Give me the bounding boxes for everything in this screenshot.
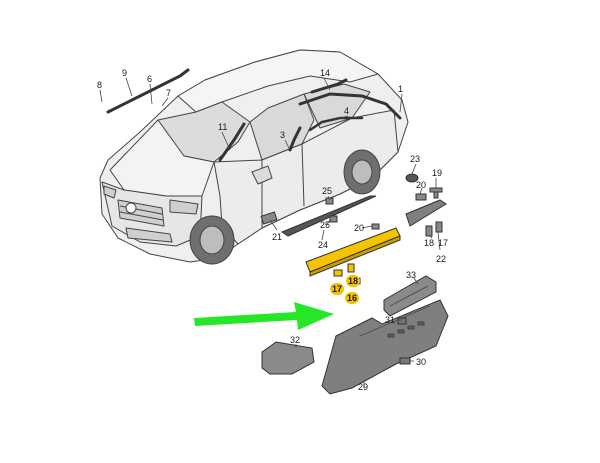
label-29: 29: [358, 382, 368, 392]
pillar-trim-11: [218, 122, 246, 162]
molding-24: [280, 195, 377, 237]
vehicle-illustration: [99, 49, 409, 265]
label-23: 23: [410, 154, 420, 164]
clip-18-right: [425, 225, 433, 237]
clip-25a: [325, 197, 334, 205]
label-17a: 17: [332, 284, 342, 294]
label-22: 22: [436, 254, 446, 264]
part-labels: 1 3 4 6 7 8 9 11 14 21 24 25 25 20 23 19…: [97, 68, 448, 392]
pillar-trim-3: [288, 126, 302, 152]
label-17b: 17: [438, 238, 448, 248]
screw-30: [399, 357, 411, 365]
label-19: 19: [432, 168, 442, 178]
sill-cover-29: [321, 299, 449, 395]
label-1: 1: [398, 84, 403, 94]
lower-parts: [261, 275, 449, 395]
clip-17-right: [435, 221, 443, 233]
label-25b: 25: [320, 220, 330, 230]
mud-flap-32: [261, 341, 315, 375]
label-24: 24: [318, 240, 328, 250]
clip-20a: [371, 223, 380, 230]
clip-18-left: [347, 263, 355, 273]
label-21: 21: [272, 232, 282, 242]
label-25a: 25: [322, 186, 332, 196]
clip-20b: [415, 193, 427, 201]
label-4: 4: [344, 106, 349, 116]
label-18a: 18: [348, 276, 358, 286]
label-8: 8: [97, 80, 102, 90]
molding-22: [405, 199, 447, 227]
label-30: 30: [416, 357, 426, 367]
label-11: 11: [218, 122, 227, 132]
label-14: 14: [320, 68, 330, 78]
side-moldings: [260, 173, 447, 237]
label-20b: 20: [416, 180, 426, 190]
label-9: 9: [122, 68, 127, 78]
door-channel-4: [308, 116, 364, 132]
screw-19: [429, 187, 443, 199]
trim-strip-9: [106, 68, 190, 114]
label-32: 32: [290, 335, 300, 345]
label-33: 33: [406, 270, 416, 280]
arrow-icon: [194, 302, 334, 330]
clip-31: [397, 317, 407, 325]
clip-17-left: [333, 269, 343, 277]
door-trim-1: [298, 92, 402, 120]
window-trim-parts: [106, 68, 402, 162]
label-6: 6: [147, 74, 152, 84]
label-7: 7: [166, 88, 171, 98]
leader-lines: [99, 77, 441, 388]
clip-21: [260, 211, 278, 225]
clip-25b: [329, 215, 338, 223]
label-3: 3: [280, 130, 285, 140]
label-31: 31: [385, 315, 395, 325]
pointer-arrow: [194, 302, 334, 330]
roof-trim-14: [310, 78, 348, 94]
label-20a: 20: [354, 223, 364, 233]
label-16: 16: [347, 293, 357, 303]
highlight-badges: [330, 275, 360, 304]
label-18b: 18: [424, 238, 434, 248]
